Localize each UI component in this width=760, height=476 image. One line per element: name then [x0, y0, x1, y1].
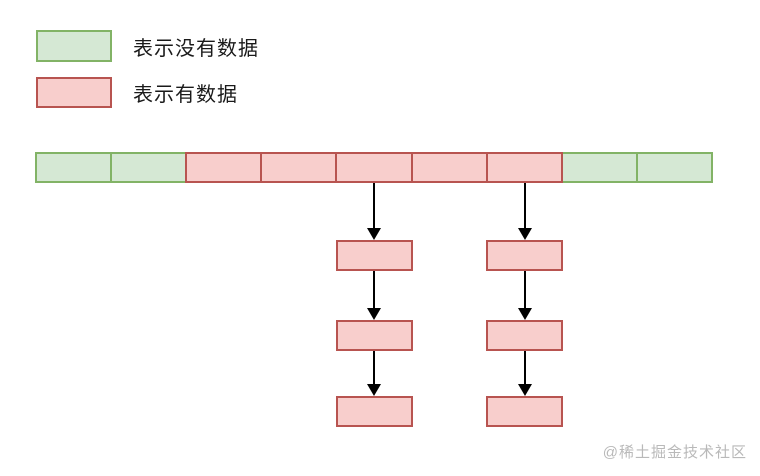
chain-node-data — [486, 320, 564, 351]
chain-node-data — [335, 320, 413, 351]
arrow-head-icon — [517, 308, 532, 320]
arrow-head-icon — [367, 308, 381, 320]
arrow-head-icon — [367, 384, 381, 396]
array-cell-empty — [560, 152, 638, 183]
legend-item-no-data: 表示没有数据 — [36, 30, 259, 62]
watermark: @稀土掘金技术社区 — [602, 444, 747, 461]
arrow-line — [373, 183, 375, 230]
array-cell-empty — [635, 152, 713, 183]
chain-node-data — [486, 240, 564, 271]
arrow-line — [523, 183, 526, 230]
legend-swatch-no-data — [36, 30, 112, 62]
array-cell-data — [260, 152, 338, 183]
legend-label-has-data: 表示有数据 — [133, 84, 238, 106]
chain-node-data — [335, 240, 413, 271]
array-cell-empty — [35, 152, 113, 183]
chain-node-data — [335, 396, 413, 427]
legend-swatch-has-data — [36, 77, 112, 108]
array-cell-data — [485, 152, 563, 183]
arrow-line — [523, 351, 526, 386]
arrow-line — [373, 271, 375, 310]
arrow-line — [373, 351, 375, 386]
chain-node-data — [486, 396, 564, 427]
array-cell-data — [335, 152, 413, 183]
bucket-array — [35, 152, 713, 183]
array-cell-data — [185, 152, 263, 183]
arrow-head-icon — [517, 384, 532, 396]
array-cell-empty — [110, 152, 188, 183]
legend-label-no-data: 表示没有数据 — [133, 37, 259, 60]
arrow-head-icon — [367, 228, 381, 240]
array-cell-data — [410, 152, 488, 183]
arrow-line — [523, 271, 526, 310]
arrow-head-icon — [517, 228, 532, 240]
legend-item-has-data: 表示有数据 — [36, 77, 238, 108]
